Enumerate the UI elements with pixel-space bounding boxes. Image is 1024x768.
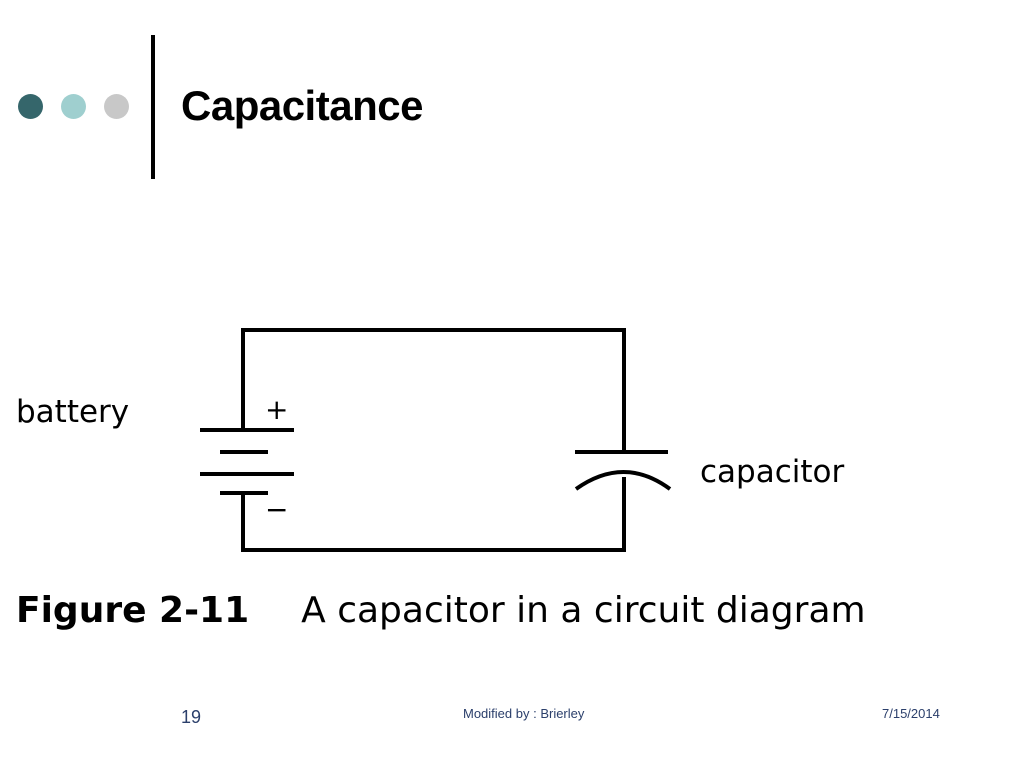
gray-dot-icon — [104, 94, 129, 119]
circuit-wire-bottom — [241, 477, 626, 552]
figure-caption: Figure 2-11 A capacitor in a circuit diag… — [16, 590, 866, 631]
decorative-dots — [18, 94, 129, 119]
battery-label: battery — [16, 394, 129, 430]
capacitor-label: capacitor — [700, 454, 844, 490]
circuit-wire-top — [241, 328, 626, 452]
capacitor-plate-curved — [574, 470, 672, 491]
modified-by: Modified by : Brierley — [463, 706, 585, 721]
figure-caption-text: A capacitor in a circuit diagram — [301, 590, 866, 631]
title-divider — [151, 35, 155, 179]
footer-date: 7/15/2014 — [882, 706, 940, 721]
figure-number: Figure 2-11 — [16, 590, 250, 631]
page-number: 19 — [181, 707, 202, 727]
plus-sign: + — [265, 393, 288, 426]
dark-teal-dot-icon — [18, 94, 43, 119]
slide-title: Capacitance — [181, 82, 423, 129]
minus-sign: − — [265, 493, 288, 526]
light-teal-dot-icon — [61, 94, 86, 119]
circuit-diagram: battery + − capacitor — [16, 328, 844, 552]
